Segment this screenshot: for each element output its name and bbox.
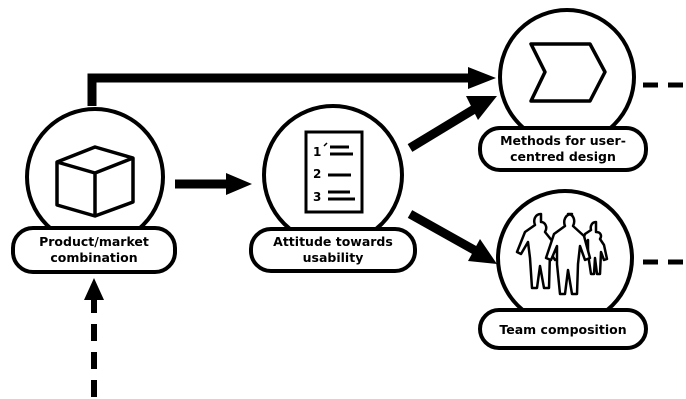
node-label-box bbox=[249, 227, 417, 273]
node-product-market: Product/market combination bbox=[11, 107, 177, 274]
node-attitude: 1 2 3 Attitude towards usability bbox=[249, 104, 417, 273]
list-number-2: 2 bbox=[313, 167, 321, 181]
list-number-1: 1 bbox=[313, 145, 321, 159]
node-label-line-2: centred design bbox=[510, 149, 616, 164]
arrow-attitude-to-methods bbox=[407, 96, 497, 152]
node-label-line-1: Product/market bbox=[39, 234, 149, 249]
node-team: Team composition bbox=[478, 189, 648, 350]
dashed-arrow-into-product bbox=[84, 278, 104, 397]
list-number-3: 3 bbox=[313, 190, 321, 204]
node-methods: Methods for user- centred design bbox=[478, 8, 648, 172]
node-label-line-1: Team composition bbox=[499, 322, 626, 337]
node-label-box bbox=[11, 226, 177, 274]
people-group-icon bbox=[515, 212, 609, 296]
chevron-shape-icon bbox=[529, 42, 607, 103]
node-label-box bbox=[478, 308, 648, 350]
arrow-product-to-attitude bbox=[175, 173, 252, 195]
node-label-line-1: Methods for user- bbox=[500, 133, 626, 148]
arrow-attitude-to-team bbox=[407, 210, 497, 264]
cube-icon bbox=[55, 145, 135, 218]
arrow-product-to-methods bbox=[87, 67, 496, 106]
node-label-line-2: usability bbox=[303, 250, 364, 265]
node-label-line-2: combination bbox=[50, 250, 137, 265]
checklist-icon: 1 2 3 bbox=[304, 130, 364, 214]
node-label-line-1: Attitude towards bbox=[273, 234, 393, 249]
node-label-box bbox=[478, 126, 648, 172]
